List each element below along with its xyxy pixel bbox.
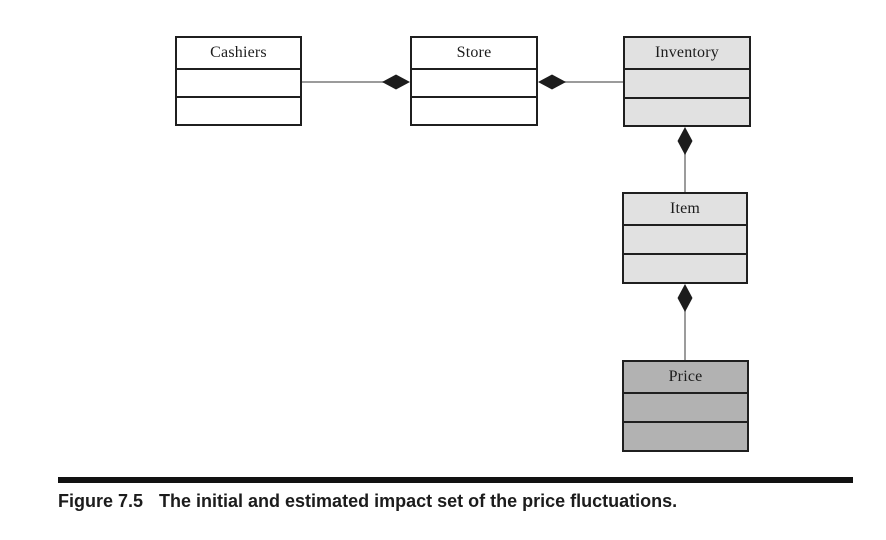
inventory-attributes-compartment [625, 68, 749, 97]
cashiers-attributes-compartment [177, 68, 300, 96]
class-box-store: Store [410, 36, 538, 126]
figure-label: Figure 7.5 [58, 491, 144, 511]
item-bottom-composition-diamond-icon [677, 284, 693, 312]
inventory-operations-compartment [625, 96, 749, 126]
class-box-price: Price [622, 360, 749, 452]
class-box-cashiers: Cashiers [175, 36, 302, 126]
item-operations-compartment [624, 253, 746, 282]
class-name-price: Price [668, 368, 703, 385]
class-name-store: Store [456, 44, 492, 61]
class-name-inventory: Inventory [654, 44, 719, 61]
inventory-bottom-composition-diamond-icon [677, 127, 693, 155]
class-box-item: Item [622, 192, 748, 284]
caption-rule [58, 477, 853, 483]
store-operations-compartment [412, 96, 536, 124]
item-attributes-compartment [624, 224, 746, 253]
store-attributes-compartment [412, 68, 536, 96]
cashiers-operations-compartment [177, 96, 300, 124]
class-name-cashiers: Cashiers [210, 44, 267, 61]
store-right-composition-diamond-icon [538, 74, 566, 90]
figure-caption: Figure 7.5 The initial and estimated impa… [58, 491, 858, 512]
figure-caption-text: The initial and estimated impact set of … [159, 491, 678, 511]
price-operations-compartment [624, 421, 747, 450]
class-box-inventory: Inventory [623, 36, 751, 127]
price-attributes-compartment [624, 392, 747, 421]
uml-class-diagram: Cashiers Store Inventory Item Price [175, 36, 751, 452]
class-name-item: Item [669, 200, 701, 217]
store-left-composition-diamond-icon [382, 74, 410, 90]
